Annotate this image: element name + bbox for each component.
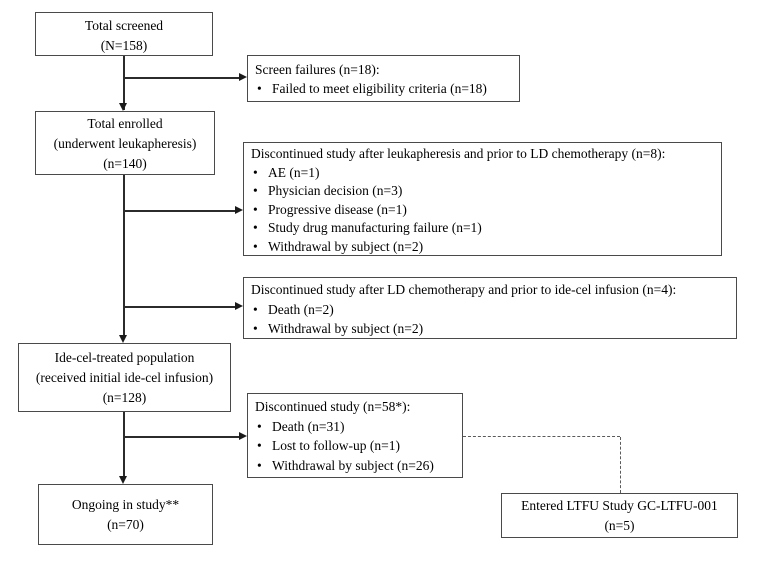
arrowhead-right-icon — [235, 302, 243, 310]
list-item: • Withdrawal by subject (n=2) — [244, 319, 736, 339]
list-item-text: AE (n=1) — [268, 164, 320, 180]
list-item: • Physician decision (n=3) — [244, 182, 721, 201]
list-item-text: Failed to meet eligibility criteria (n=1… — [272, 81, 487, 96]
connector-to-disc-ld-chemo — [123, 306, 236, 308]
dashed-connector-to-ltfu-horizontal — [463, 436, 620, 437]
list-item-text: Study drug manufacturing failure (n=1) — [268, 220, 482, 235]
arrowhead-down-icon — [119, 335, 127, 343]
list-item: • Study drug manufacturing failure (n=1) — [244, 219, 721, 238]
arrowhead-right-icon — [235, 206, 243, 214]
bullet-icon: • — [253, 183, 258, 198]
bullet-list: • Failed to meet eligibility criteria (n… — [248, 79, 519, 98]
arrowhead-right-icon — [239, 432, 247, 440]
arrowhead-right-icon — [239, 73, 247, 81]
list-item: • Withdrawal by subject (n=26) — [248, 456, 462, 476]
box-screen-failures: Screen failures (n=18): • Failed to meet… — [247, 55, 520, 102]
bullet-list: • AE (n=1) • Physician decision (n=3) • … — [244, 164, 721, 257]
box-count: (n=70) — [107, 517, 144, 532]
box-title: Discontinued study after leukapheresis a… — [251, 146, 666, 161]
bullet-icon: • — [253, 321, 258, 336]
list-item-text: Death (n=31) — [272, 418, 345, 434]
box-total-screened: Total screened (N=158) — [35, 12, 213, 56]
list-item-text: Physician decision (n=3) — [268, 183, 403, 198]
list-item-text: Lost to follow-up (n=1) — [272, 438, 400, 453]
bullet-icon: • — [253, 238, 258, 254]
box-discontinued-study: Discontinued study (n=58*): • Death (n=3… — [247, 393, 463, 478]
bullet-icon: • — [257, 438, 262, 453]
box-count: (N=158) — [100, 38, 148, 53]
box-count: (n=140) — [103, 156, 147, 171]
box-entered-ltfu-study: Entered LTFU Study GC-LTFU-001 (n=5) — [501, 493, 738, 538]
box-title: Screen failures (n=18): — [255, 62, 380, 77]
box-text-line: (underwent leukapheresis) — [53, 136, 197, 151]
box-text-line: Total enrolled — [87, 116, 163, 131]
box-ide-cel-treated-population: Ide-cel-treated population (received ini… — [18, 343, 231, 412]
box-count: (n=128) — [102, 390, 147, 405]
connector-screened-to-enrolled — [123, 56, 125, 110]
list-item: • Failed to meet eligibility criteria (n… — [248, 79, 519, 98]
list-item-text: Withdrawal by subject (n=26) — [272, 457, 434, 473]
arrowhead-down-icon — [119, 476, 127, 484]
connector-to-disc-study — [123, 436, 240, 438]
box-discontinued-after-ld-chemotherapy: Discontinued study after LD chemotherapy… — [243, 277, 737, 339]
list-item-text: Withdrawal by subject (n=2) — [268, 321, 424, 336]
list-item: • Lost to follow-up (n=1) — [248, 436, 462, 456]
box-text-line: Total screened — [84, 18, 164, 33]
list-item: • Withdrawal by subject (n=2) — [244, 238, 721, 257]
connector-to-disc-leukapheresis — [123, 210, 236, 212]
arrowhead-down-icon — [119, 103, 127, 111]
box-text-line: Entered LTFU Study GC-LTFU-001 — [521, 498, 718, 513]
list-item-text: Progressive disease (n=1) — [268, 201, 407, 217]
bullet-icon: • — [253, 201, 258, 217]
box-text-line: Ide-cel-treated population — [54, 350, 195, 365]
connector-enrolled-to-idecel — [123, 175, 125, 335]
box-title: Discontinued study after LD chemotherapy… — [251, 282, 677, 297]
box-text-line: Ongoing in study** — [71, 497, 180, 512]
list-item: • Death (n=31) — [248, 417, 462, 437]
bullet-icon: • — [257, 81, 262, 96]
box-count: (n=5) — [604, 518, 635, 533]
bullet-icon: • — [257, 457, 262, 473]
dashed-connector-to-ltfu-vertical — [620, 437, 621, 493]
connector-to-screen-failures — [123, 77, 240, 79]
box-ongoing-in-study: Ongoing in study** (n=70) — [38, 484, 213, 545]
list-item-text: Withdrawal by subject (n=2) — [268, 238, 424, 254]
bullet-icon: • — [257, 418, 262, 434]
bullet-list: • Death (n=31) • Lost to follow-up (n=1)… — [248, 417, 462, 476]
list-item: • Progressive disease (n=1) — [244, 201, 721, 220]
list-item: • AE (n=1) — [244, 164, 721, 183]
bullet-icon: • — [253, 301, 258, 317]
connector-idecel-to-ongoing — [123, 412, 125, 476]
box-discontinued-after-leukapheresis: Discontinued study after leukapheresis a… — [243, 142, 722, 256]
list-item: • Death (n=2) — [244, 300, 736, 320]
bullet-list: • Death (n=2) • Withdrawal by subject (n… — [244, 300, 736, 339]
bullet-icon: • — [253, 164, 258, 180]
box-text-line: (received initial ide-cel infusion) — [35, 370, 214, 385]
list-item-text: Death (n=2) — [268, 301, 334, 317]
box-total-enrolled: Total enrolled (underwent leukapheresis)… — [35, 111, 215, 175]
box-title: Discontinued study (n=58*): — [255, 399, 411, 414]
bullet-icon: • — [253, 220, 258, 235]
